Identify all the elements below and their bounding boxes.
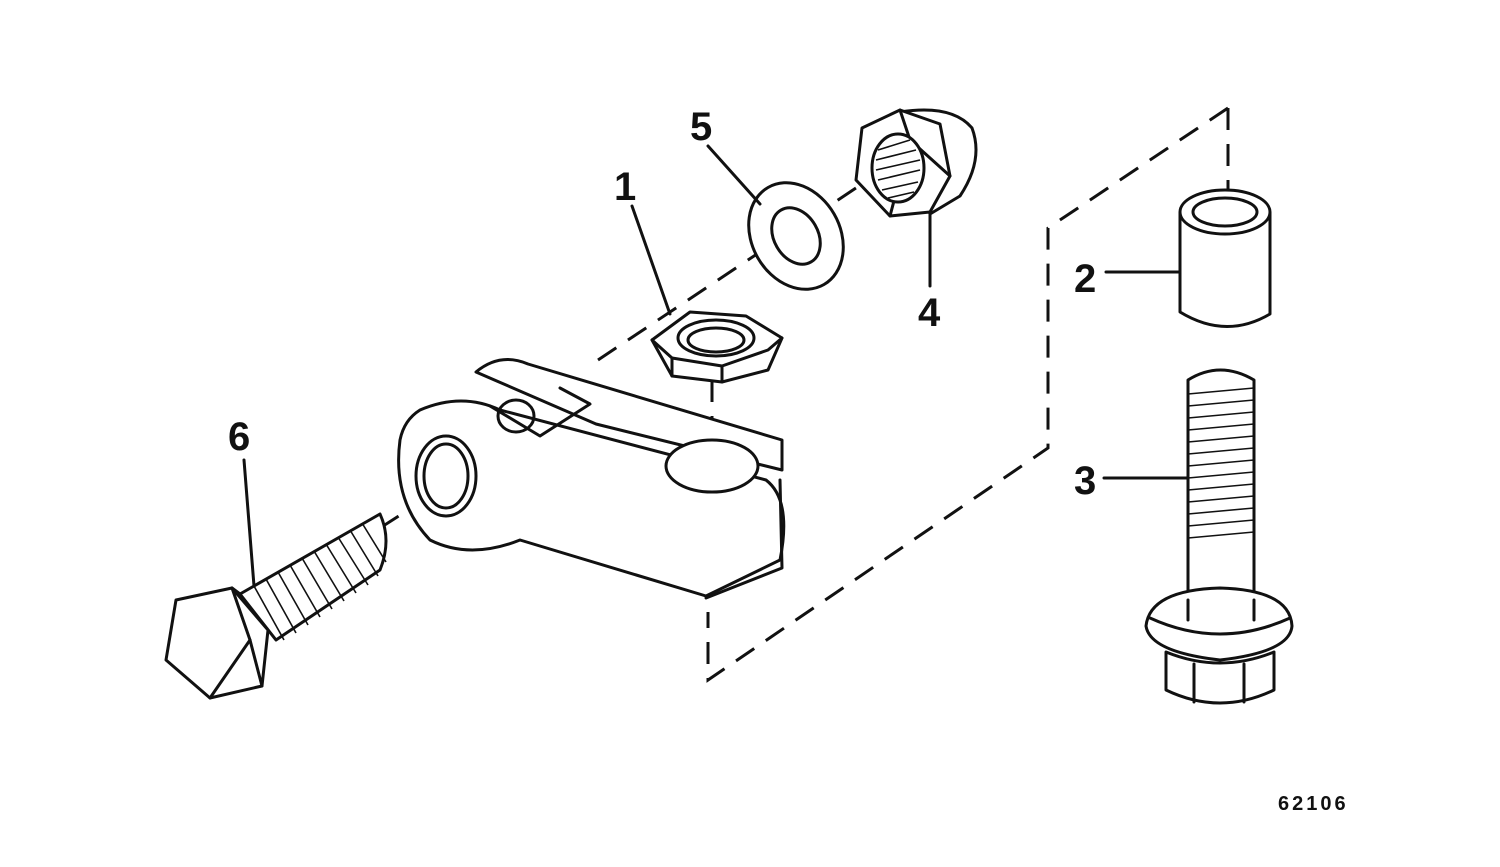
callout-1: 1: [614, 165, 636, 209]
callout-labels: 1 2 3 4 5 6: [228, 105, 1096, 503]
flange-bolt-icon: [1144, 368, 1294, 705]
callout-2: 2: [1074, 257, 1096, 301]
callout-3: 3: [1074, 459, 1096, 503]
bolt-threads: [1187, 387, 1255, 539]
bolt-threads: [253, 522, 387, 641]
callout-5: 5: [690, 105, 712, 149]
leader-lines: [242, 144, 1190, 588]
callout-4: 4: [918, 291, 941, 335]
bushing-icon: [1178, 188, 1272, 328]
figure-number: 62106: [1278, 793, 1349, 815]
nut-threads: [875, 139, 921, 199]
washer-icon: [747, 181, 845, 291]
lock-nut-icon: [650, 310, 784, 384]
hex-nut-icon: [854, 108, 978, 218]
hex-bolt-icon: [164, 512, 388, 700]
clevis-yoke: [397, 358, 786, 600]
callout-6: 6: [228, 415, 250, 459]
